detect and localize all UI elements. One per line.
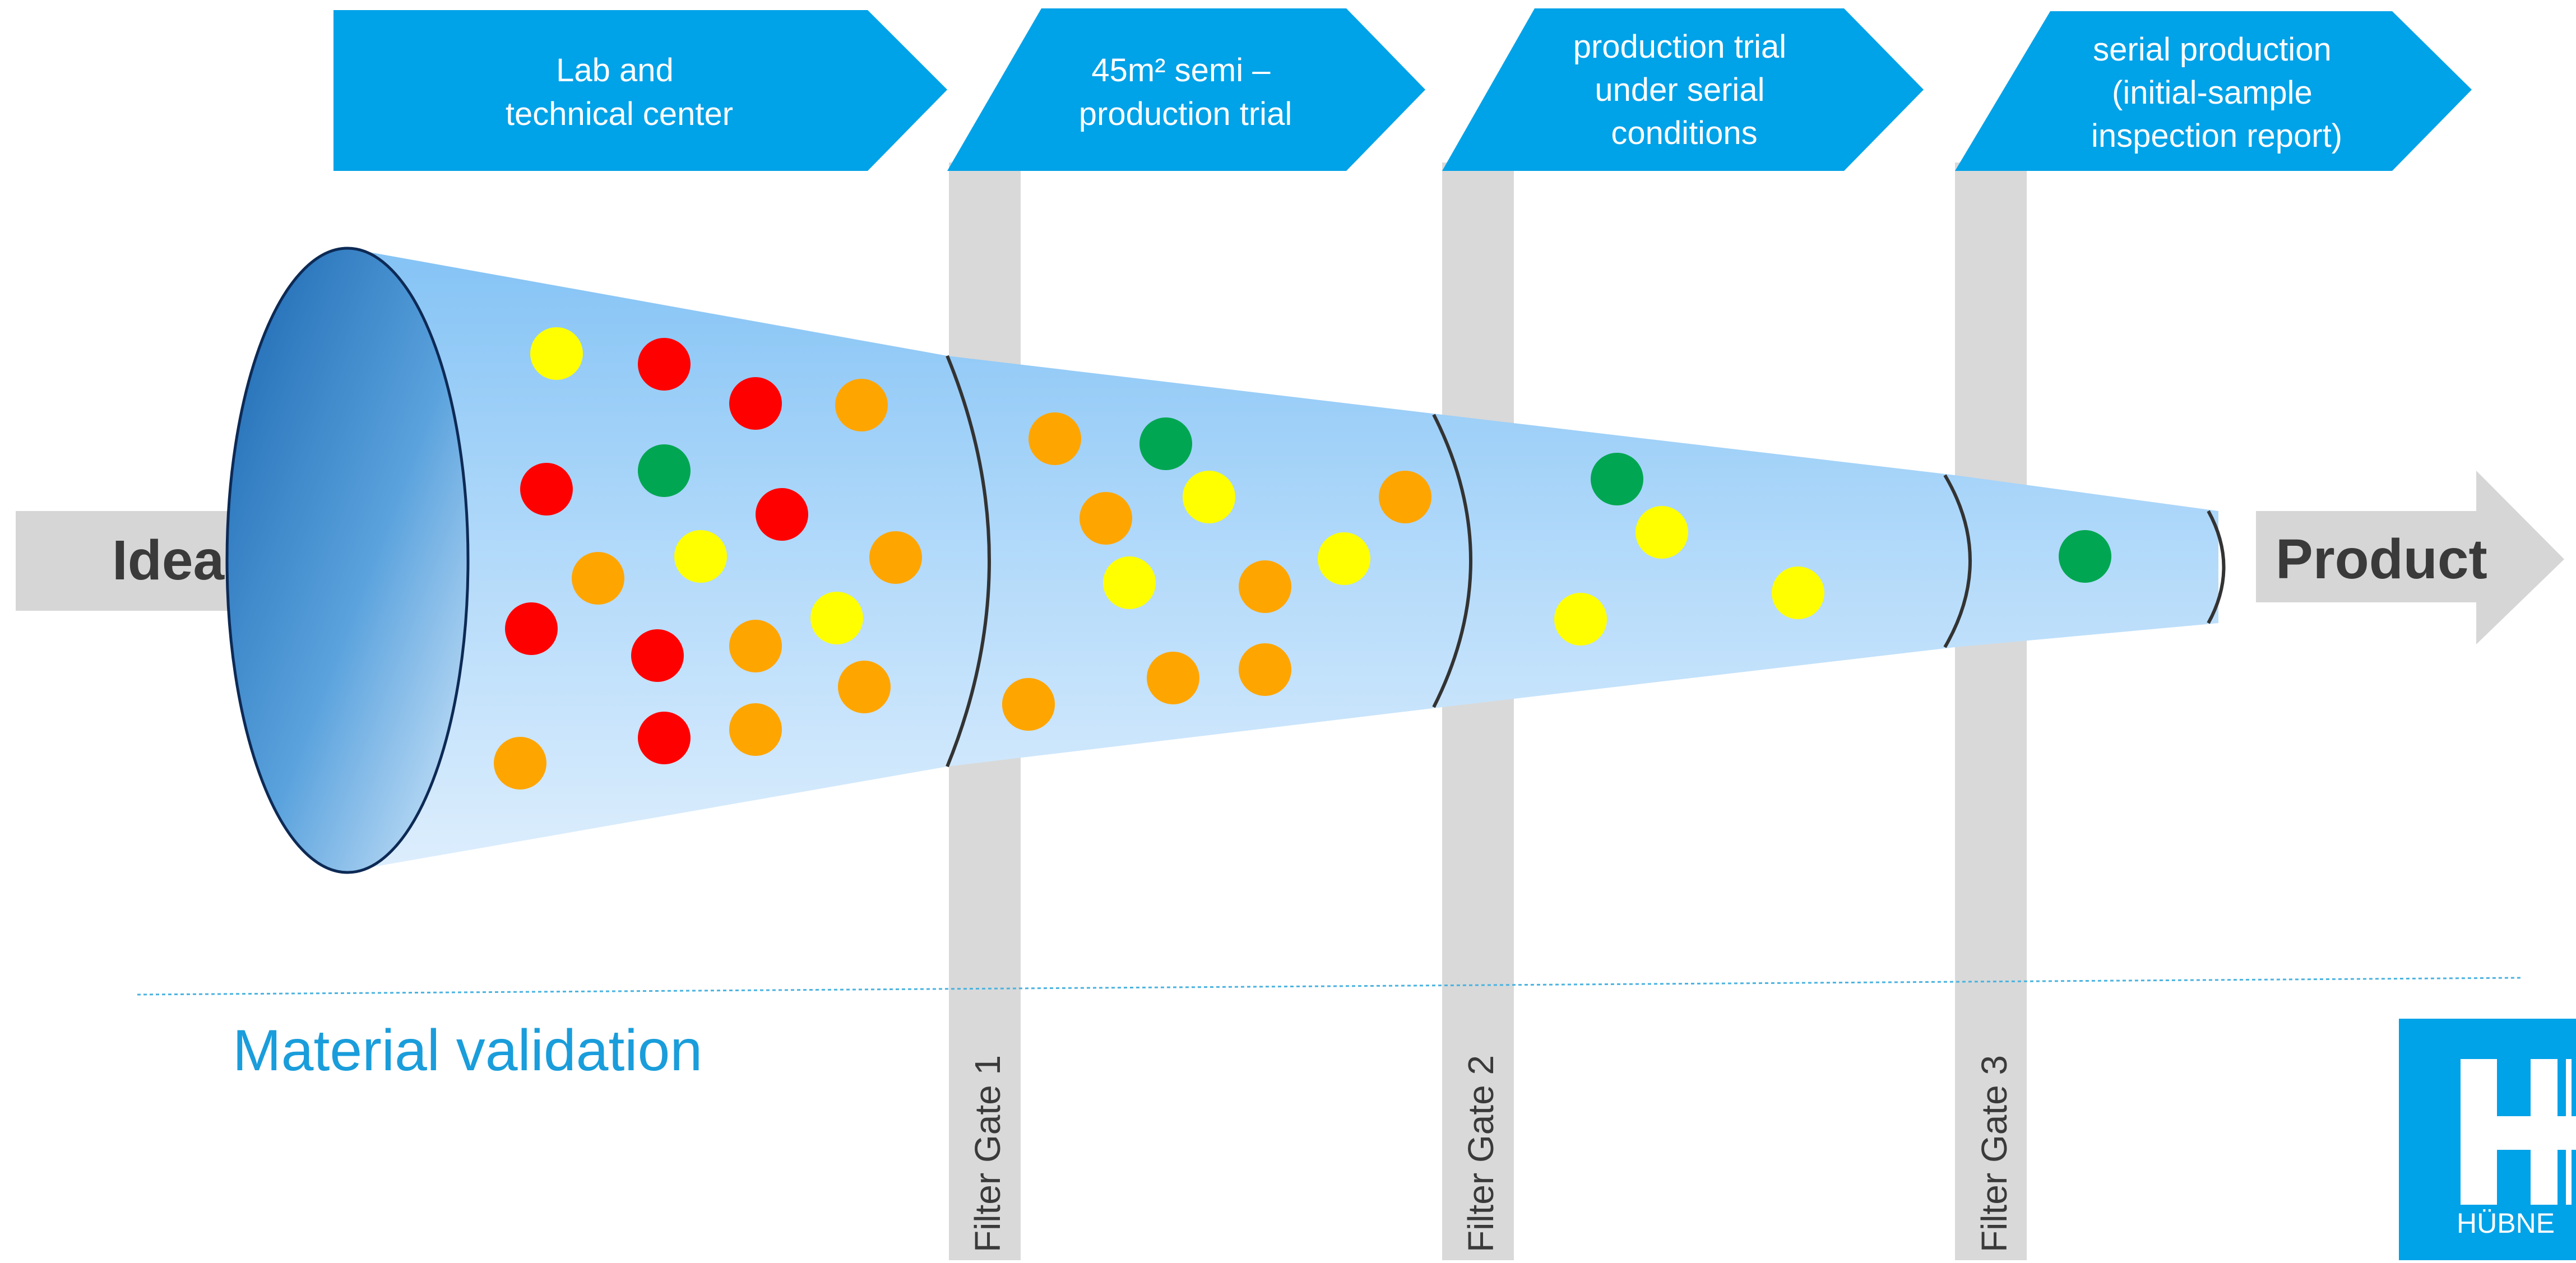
- banner-4: [1955, 11, 2472, 171]
- stage-banners: [333, 8, 2472, 171]
- product-arrow: Product: [2256, 471, 2564, 644]
- gate-label-3: Filter Gate 3: [1974, 1055, 2014, 1252]
- divider-line: [137, 977, 2523, 996]
- dot: [638, 338, 691, 391]
- dot: [1554, 593, 1607, 646]
- dot: [572, 552, 624, 605]
- dot: [674, 530, 727, 583]
- dot: [1239, 560, 1291, 613]
- banner-4-text: serial production (initial-sample inspec…: [2091, 31, 2342, 154]
- dot: [530, 327, 583, 380]
- banner-2-line-1: 45m² semi –: [1091, 52, 1271, 89]
- banner-3-text: production trial under serial conditions: [1573, 29, 1796, 151]
- banner-4-line-1: serial production: [2093, 31, 2332, 68]
- banner-2-text: 45m² semi – production trial: [1079, 52, 1292, 132]
- dot: [1079, 492, 1132, 545]
- dot: [810, 592, 863, 644]
- banner-3: [1442, 8, 1924, 171]
- dot: [1318, 532, 1370, 585]
- dot: [505, 602, 558, 655]
- gate-bars: [949, 162, 2027, 1260]
- funnel-exit-ring: [2207, 510, 2226, 624]
- dot: [1028, 412, 1081, 465]
- banner-3-line-3: conditions: [1611, 115, 1757, 151]
- dot: [631, 629, 684, 682]
- material-validation-label: Material validation: [233, 1018, 702, 1083]
- dot: [729, 620, 782, 672]
- dot: [494, 737, 546, 790]
- dot: [835, 379, 888, 431]
- logo-h-right: [2531, 1059, 2558, 1205]
- dot: [1636, 506, 1688, 559]
- gate-label-2: Filter Gate 2: [1461, 1055, 1501, 1252]
- dot: [520, 463, 573, 516]
- dots-layer: [494, 327, 2111, 790]
- dot: [756, 488, 808, 541]
- banner-4-line-3: inspection report): [2091, 118, 2342, 154]
- dot: [1139, 417, 1192, 470]
- gate-ring-1: [946, 355, 991, 768]
- company-logo: HÜBNE: [2399, 1019, 2576, 1260]
- product-label: Product: [2276, 528, 2487, 591]
- dot: [1183, 471, 1235, 523]
- funnel-mouth: [225, 247, 470, 874]
- banner-1-line-2: technical center: [506, 96, 733, 132]
- dot: [1379, 471, 1431, 523]
- dots-stage-2: [1002, 412, 1431, 731]
- dot: [1772, 567, 1824, 619]
- dot: [1147, 652, 1199, 704]
- dot: [638, 444, 691, 497]
- dot: [729, 703, 782, 756]
- banner-1: [333, 10, 947, 171]
- product-arrow-shape: [2256, 471, 2564, 644]
- banner-texts: Lab and technical center 45m² semi – pro…: [506, 29, 2342, 154]
- dot: [838, 661, 891, 713]
- banner-1-text: Lab and technical center: [506, 52, 733, 132]
- dot: [729, 377, 782, 430]
- dot: [2059, 530, 2111, 583]
- banner-2: [947, 8, 1425, 171]
- dot: [1103, 556, 1156, 609]
- dot: [638, 712, 691, 764]
- dots-stage-4: [2059, 530, 2111, 583]
- gate-bar-2: [1442, 162, 1514, 1260]
- logo-stripe: [2566, 1059, 2572, 1205]
- banner-2-line-2: production trial: [1079, 96, 1292, 132]
- logo-h-bar: [2461, 1116, 2576, 1150]
- banner-3-line-2: under serial: [1595, 72, 1764, 108]
- logo-text: HÜBNE: [2457, 1208, 2555, 1239]
- banner-1-line-1: Lab and: [556, 52, 674, 89]
- banner-4-line-2: (initial-sample: [2112, 75, 2313, 111]
- idea-label: Idea: [112, 529, 225, 592]
- dots-stage-3: [1554, 453, 1824, 646]
- funnel-body: [348, 248, 2218, 871]
- gate-ring-2: [1432, 414, 1472, 708]
- banner-3-line-1: production trial: [1573, 29, 1786, 65]
- gate-label-1: Filter Gate 1: [967, 1055, 1008, 1252]
- gate-ring-3: [1943, 474, 1972, 648]
- dot: [1002, 678, 1055, 731]
- dot: [1239, 643, 1291, 696]
- dot: [1591, 453, 1643, 505]
- funnel: [225, 247, 2226, 874]
- dots-stage-1: [494, 327, 1055, 790]
- dot: [869, 531, 922, 584]
- gate-labels: Filter Gate 1 Filter Gate 2 Filter Gate …: [967, 1055, 2014, 1252]
- gate-bar-3: [1955, 162, 2027, 1260]
